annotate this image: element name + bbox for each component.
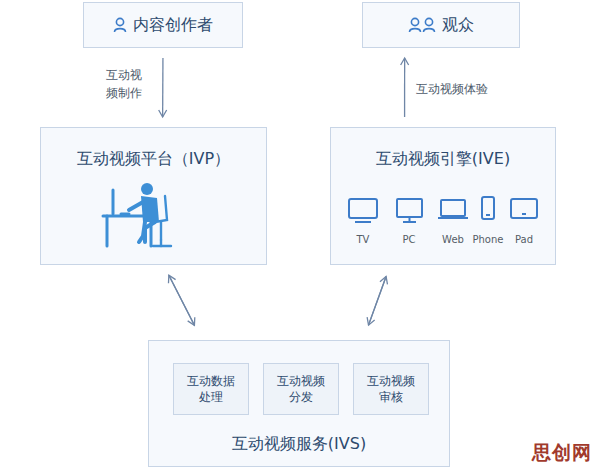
people-icon [408,17,436,33]
device-label: Web [433,234,473,245]
node-title: 内容创作者 [133,14,213,36]
watermark: 思创网 [532,440,592,466]
component-box: 观众 [362,2,520,48]
person-icon [113,17,127,33]
flow-arrow [404,58,405,117]
flow-arrow [369,276,387,325]
edge-label: 互动视频体验 [416,80,516,98]
text-row: 互动视频服务(IVS) [149,433,449,455]
flow-arrow [162,58,164,117]
node-title: 互动视频服务(IVS) [232,433,366,455]
edge-label: 互动视频制作 [106,66,146,102]
flow-arrow [169,275,195,325]
text-row: 互动视频引擎(IVE) [331,148,555,170]
component-box: 内容创作者 [83,2,243,48]
text-row: 互动视频平台（IVP） [41,148,266,170]
flow-arrow [369,276,387,325]
node-title: 互动视频审核 [365,373,417,405]
device-label: TV [343,234,383,245]
node-title: 观众 [442,14,474,36]
node-title: 互动视频平台（IVP） [77,148,230,170]
component-box: 互动视频引擎(IVE) TV PC WebPhonePad [330,127,556,265]
text-row: 互动视频审核 [354,373,428,405]
flow-arrow [169,275,195,325]
service-box: 互动数据处理 [173,363,249,415]
device-label: PC [389,234,429,245]
text-row: 互动视频分发 [264,373,338,405]
component-box: 互动视频平台（IVP） [40,127,267,265]
node-title: 互动数据处理 [185,373,237,405]
worker-illustration [99,180,189,250]
service-box: 互动视频审核 [353,363,429,415]
device-label: Phone [468,234,508,245]
text-row: 观众 [363,14,519,36]
service-box: 互动视频分发 [263,363,339,415]
component-box: 互动视频服务(IVS) 互动数据处理 互动视频分发 互动视频审核 [148,340,450,467]
node-title: 互动视频分发 [275,373,327,405]
device-icons [341,194,547,228]
device-label: Pad [504,234,544,245]
text-row: 互动数据处理 [174,373,248,405]
node-title: 互动视频引擎(IVE) [376,148,510,170]
text-row: 内容创作者 [84,14,242,36]
